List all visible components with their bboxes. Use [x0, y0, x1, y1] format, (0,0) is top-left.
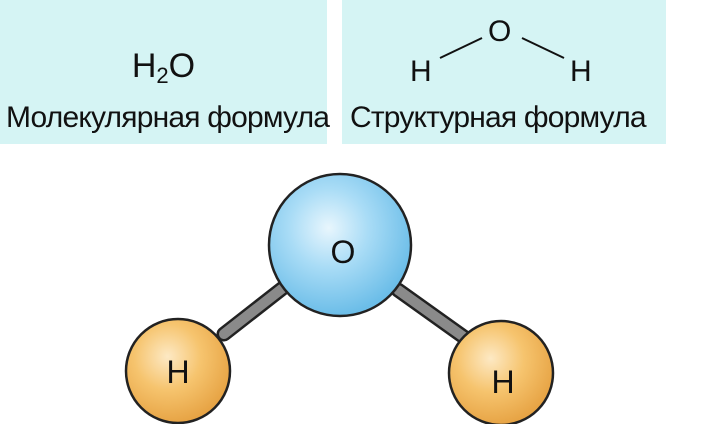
- hydrogen-right-label: H: [491, 364, 514, 400]
- molecular-formula: H2O: [0, 46, 327, 88]
- structural-bond-right: [521, 37, 565, 59]
- structural-oxygen: O: [488, 15, 512, 48]
- bond-left: [219, 279, 293, 339]
- structural-bond-left: [439, 37, 483, 59]
- formula-element-h: H: [131, 47, 157, 85]
- structural-hydrogen-right: H: [570, 55, 592, 88]
- formula-element-o: O: [168, 47, 196, 85]
- structural-hydrogen-left: H: [410, 55, 432, 88]
- structural-formula-caption: Структурная формула: [350, 101, 647, 134]
- oxygen-label: O: [331, 234, 356, 270]
- oxygen-atom: [267, 172, 413, 318]
- structural-formula-panel: [342, 0, 666, 144]
- structural-bonds: [439, 37, 565, 59]
- hydrogen-atom-left: [124, 317, 232, 424]
- hydrogen-left-label: H: [166, 354, 189, 390]
- formula-subscript: 2: [156, 63, 169, 88]
- molecular-formula-caption: Молекулярная формула: [6, 101, 330, 134]
- hydrogen-atom-right: [447, 319, 555, 424]
- molecular-formula-panel: [0, 0, 327, 144]
- bond-right: [393, 285, 473, 345]
